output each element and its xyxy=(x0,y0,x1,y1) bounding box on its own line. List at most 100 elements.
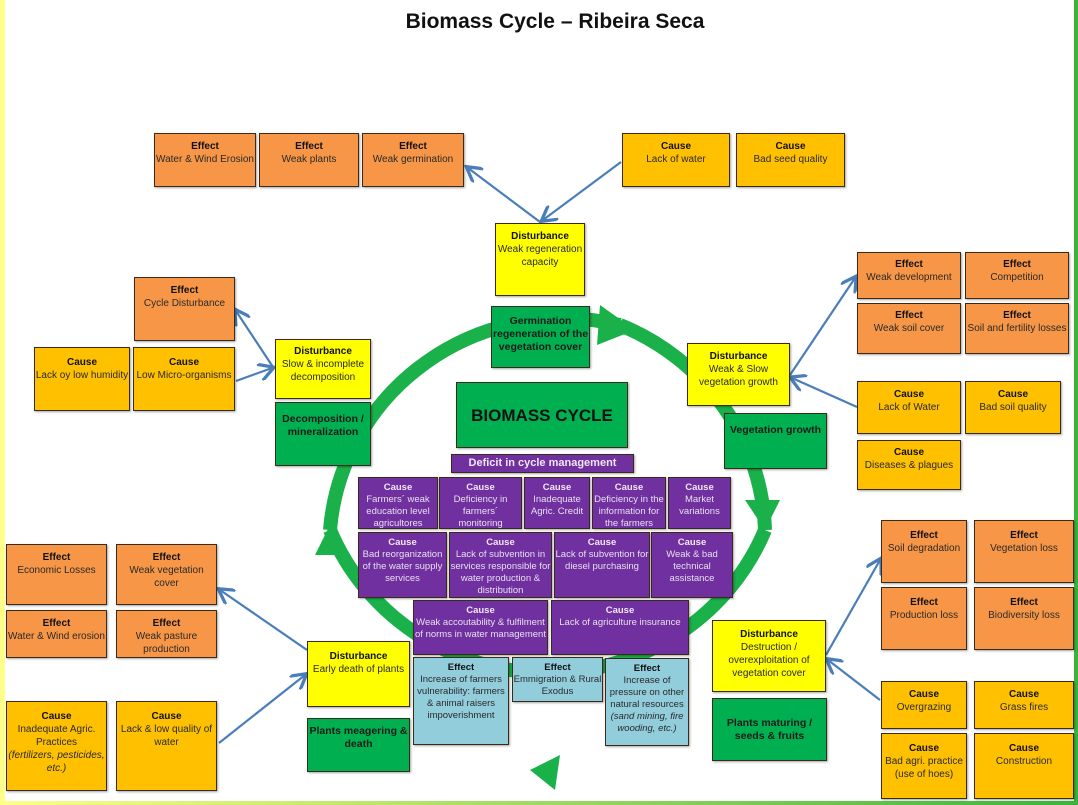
box-heading: Cause xyxy=(466,605,495,616)
cause-box: Cause Bad agri. practice (use of hoes) xyxy=(881,733,967,799)
box-heading: Cause xyxy=(775,141,806,152)
box-text: Soil degradation xyxy=(887,543,961,554)
box-heading: Disturbance xyxy=(740,629,798,640)
box-text: Construction xyxy=(995,756,1053,767)
box-text: Bad agri. practice (use of hoes) xyxy=(885,756,963,780)
effect-box: Effect Weak pasture production xyxy=(116,610,217,658)
box-heading: Cause xyxy=(677,537,707,548)
stage-label: Plants maturing / seeds & fruits xyxy=(726,717,813,742)
box-heading: Effect xyxy=(1003,259,1031,270)
box-text: Competition xyxy=(990,272,1044,283)
box-text: Production loss xyxy=(889,610,959,621)
box-text: Weak development xyxy=(866,272,952,283)
cause-box: Cause Grass fires xyxy=(974,681,1074,729)
effect-box: Effect Weak development xyxy=(857,252,961,299)
box-heading: Cause xyxy=(893,447,924,458)
box-text: Weak accoutability & fulfilment of norms… xyxy=(415,617,546,640)
social-effect-box: Effect Increase of farmers vulnerability… xyxy=(413,657,509,745)
effect-box: Effect Production loss xyxy=(881,587,967,650)
management-cause-box: Cause Inadequate Agric. Credit xyxy=(524,477,590,529)
management-cause-box: Cause Weak accoutability & fulfilment of… xyxy=(413,600,548,655)
effect-box: Effect Soil and fertility losses xyxy=(965,303,1069,354)
left-border xyxy=(0,0,5,805)
box-heading: Cause xyxy=(614,482,644,493)
cycle-arrowhead-right xyxy=(745,500,780,530)
box-heading: Effect xyxy=(910,597,938,608)
biomass-cycle-label: BIOMASS CYCLE xyxy=(456,382,628,448)
cycle-arrowhead-bottom xyxy=(530,755,560,790)
box-heading: Cause xyxy=(41,711,72,722)
box-text: Lack oy low humidity xyxy=(35,370,129,381)
box-heading: Cause xyxy=(388,537,417,548)
right-border xyxy=(1074,0,1078,805)
stage-germination: Germination regeneration of the vegetati… xyxy=(491,306,590,368)
box-text: Early death of plants xyxy=(312,664,405,675)
box-heading: Cause xyxy=(168,357,199,368)
disturbance-box: Disturbance Early death of plants xyxy=(307,641,410,707)
effect-box: Effect Water & Wind Erosion xyxy=(154,133,256,187)
box-text: Vegetation loss xyxy=(990,543,1058,554)
stage-plants-death: Plants meagering & death xyxy=(307,718,410,772)
box-heading: Cause xyxy=(1008,689,1039,700)
box-text: Overgrazing xyxy=(896,702,952,713)
stage-plants-maturing: Plants maturing / seeds & fruits xyxy=(712,698,827,761)
cause-box: Cause Construction xyxy=(974,733,1074,799)
connector xyxy=(218,675,305,744)
effect-box: Effect Cycle Disturbance xyxy=(134,277,235,341)
box-text: Bad soil quality xyxy=(979,402,1047,413)
cause-box: Cause Low Micro-organisms xyxy=(133,347,235,411)
effect-box: Effect Weak plants xyxy=(259,133,359,187)
stage-decomposition: Decomposition / mineralization xyxy=(275,402,371,466)
effect-box: Effect Economic Losses xyxy=(6,544,107,605)
diagram-title: Biomass Cycle – Ribeira Seca xyxy=(405,10,705,33)
management-cause-box: Cause Lack of subvention for diesel purc… xyxy=(554,532,650,598)
box-heading: Effect xyxy=(544,662,571,673)
deficit-in-cycle-management: Deficit in cycle management xyxy=(451,454,634,473)
cycle-arrowhead-left xyxy=(315,525,345,555)
box-heading: Cause xyxy=(151,711,182,722)
stage-label: Plants meagering & death xyxy=(309,725,408,750)
box-heading: Effect xyxy=(170,285,199,296)
connector xyxy=(220,590,308,651)
box-text: Low Micro-organisms xyxy=(136,370,232,381)
stage-label: Decomposition / mineralization xyxy=(282,413,364,438)
disturbance-box: Disturbance Weak regeneration capacity xyxy=(495,223,585,296)
connector xyxy=(825,560,880,656)
box-text: Increase of pressure on other natural re… xyxy=(609,675,685,710)
box-text: Emmigration & Rural Exodus xyxy=(513,674,602,697)
box-heading: Cause xyxy=(605,605,635,616)
box-heading: Effect xyxy=(1003,310,1031,321)
box-heading: Cause xyxy=(1008,743,1039,754)
box-text: Inadequate Agric. Credit xyxy=(530,494,584,517)
box-text: Lack of agriculture insurance xyxy=(559,617,681,628)
box-heading: Effect xyxy=(295,141,323,152)
box-text: Increase of farmers vulnerability: farme… xyxy=(417,674,505,721)
effect-box: Effect Weak soil cover xyxy=(857,303,961,354)
box-heading: Effect xyxy=(42,618,71,629)
box-heading: Effect xyxy=(152,552,181,563)
box-heading: Effect xyxy=(633,663,661,674)
cause-box: Cause Inadequate Agric. Practices (ferti… xyxy=(6,701,107,791)
box-text: Destruction / overexploitation of vegeta… xyxy=(728,642,810,679)
box-heading: Cause xyxy=(383,482,413,493)
bottom-border xyxy=(0,801,1078,805)
box-text: Grass fires xyxy=(999,702,1049,713)
management-cause-box: Cause Lack of subvention in services res… xyxy=(449,532,552,598)
effect-box: Effect Vegetation loss xyxy=(974,520,1074,583)
box-text: Weak & bad technical assistance xyxy=(666,549,718,584)
disturbance-box: Disturbance Destruction / overexploitati… xyxy=(712,620,826,692)
cause-box: Cause Overgrazing xyxy=(881,681,967,729)
box-heading: Cause xyxy=(466,482,495,493)
box-text: Bad seed quality xyxy=(753,154,828,165)
box-text: Deficiency in farmers´ monitoring xyxy=(453,494,508,529)
box-text: Weak regeneration capacity xyxy=(497,244,583,268)
stage-label: Germination regeneration of the vegetati… xyxy=(492,315,589,353)
stage-label: Vegetation growth xyxy=(729,424,821,436)
box-heading: Disturbance xyxy=(511,231,569,242)
connector xyxy=(789,278,855,376)
box-text: Weak plants xyxy=(281,154,337,165)
cause-box: Cause Lack of Water xyxy=(857,381,961,434)
connector xyxy=(828,660,881,701)
box-heading: Cause xyxy=(542,482,572,493)
cause-box: Cause Bad soil quality xyxy=(965,381,1061,434)
